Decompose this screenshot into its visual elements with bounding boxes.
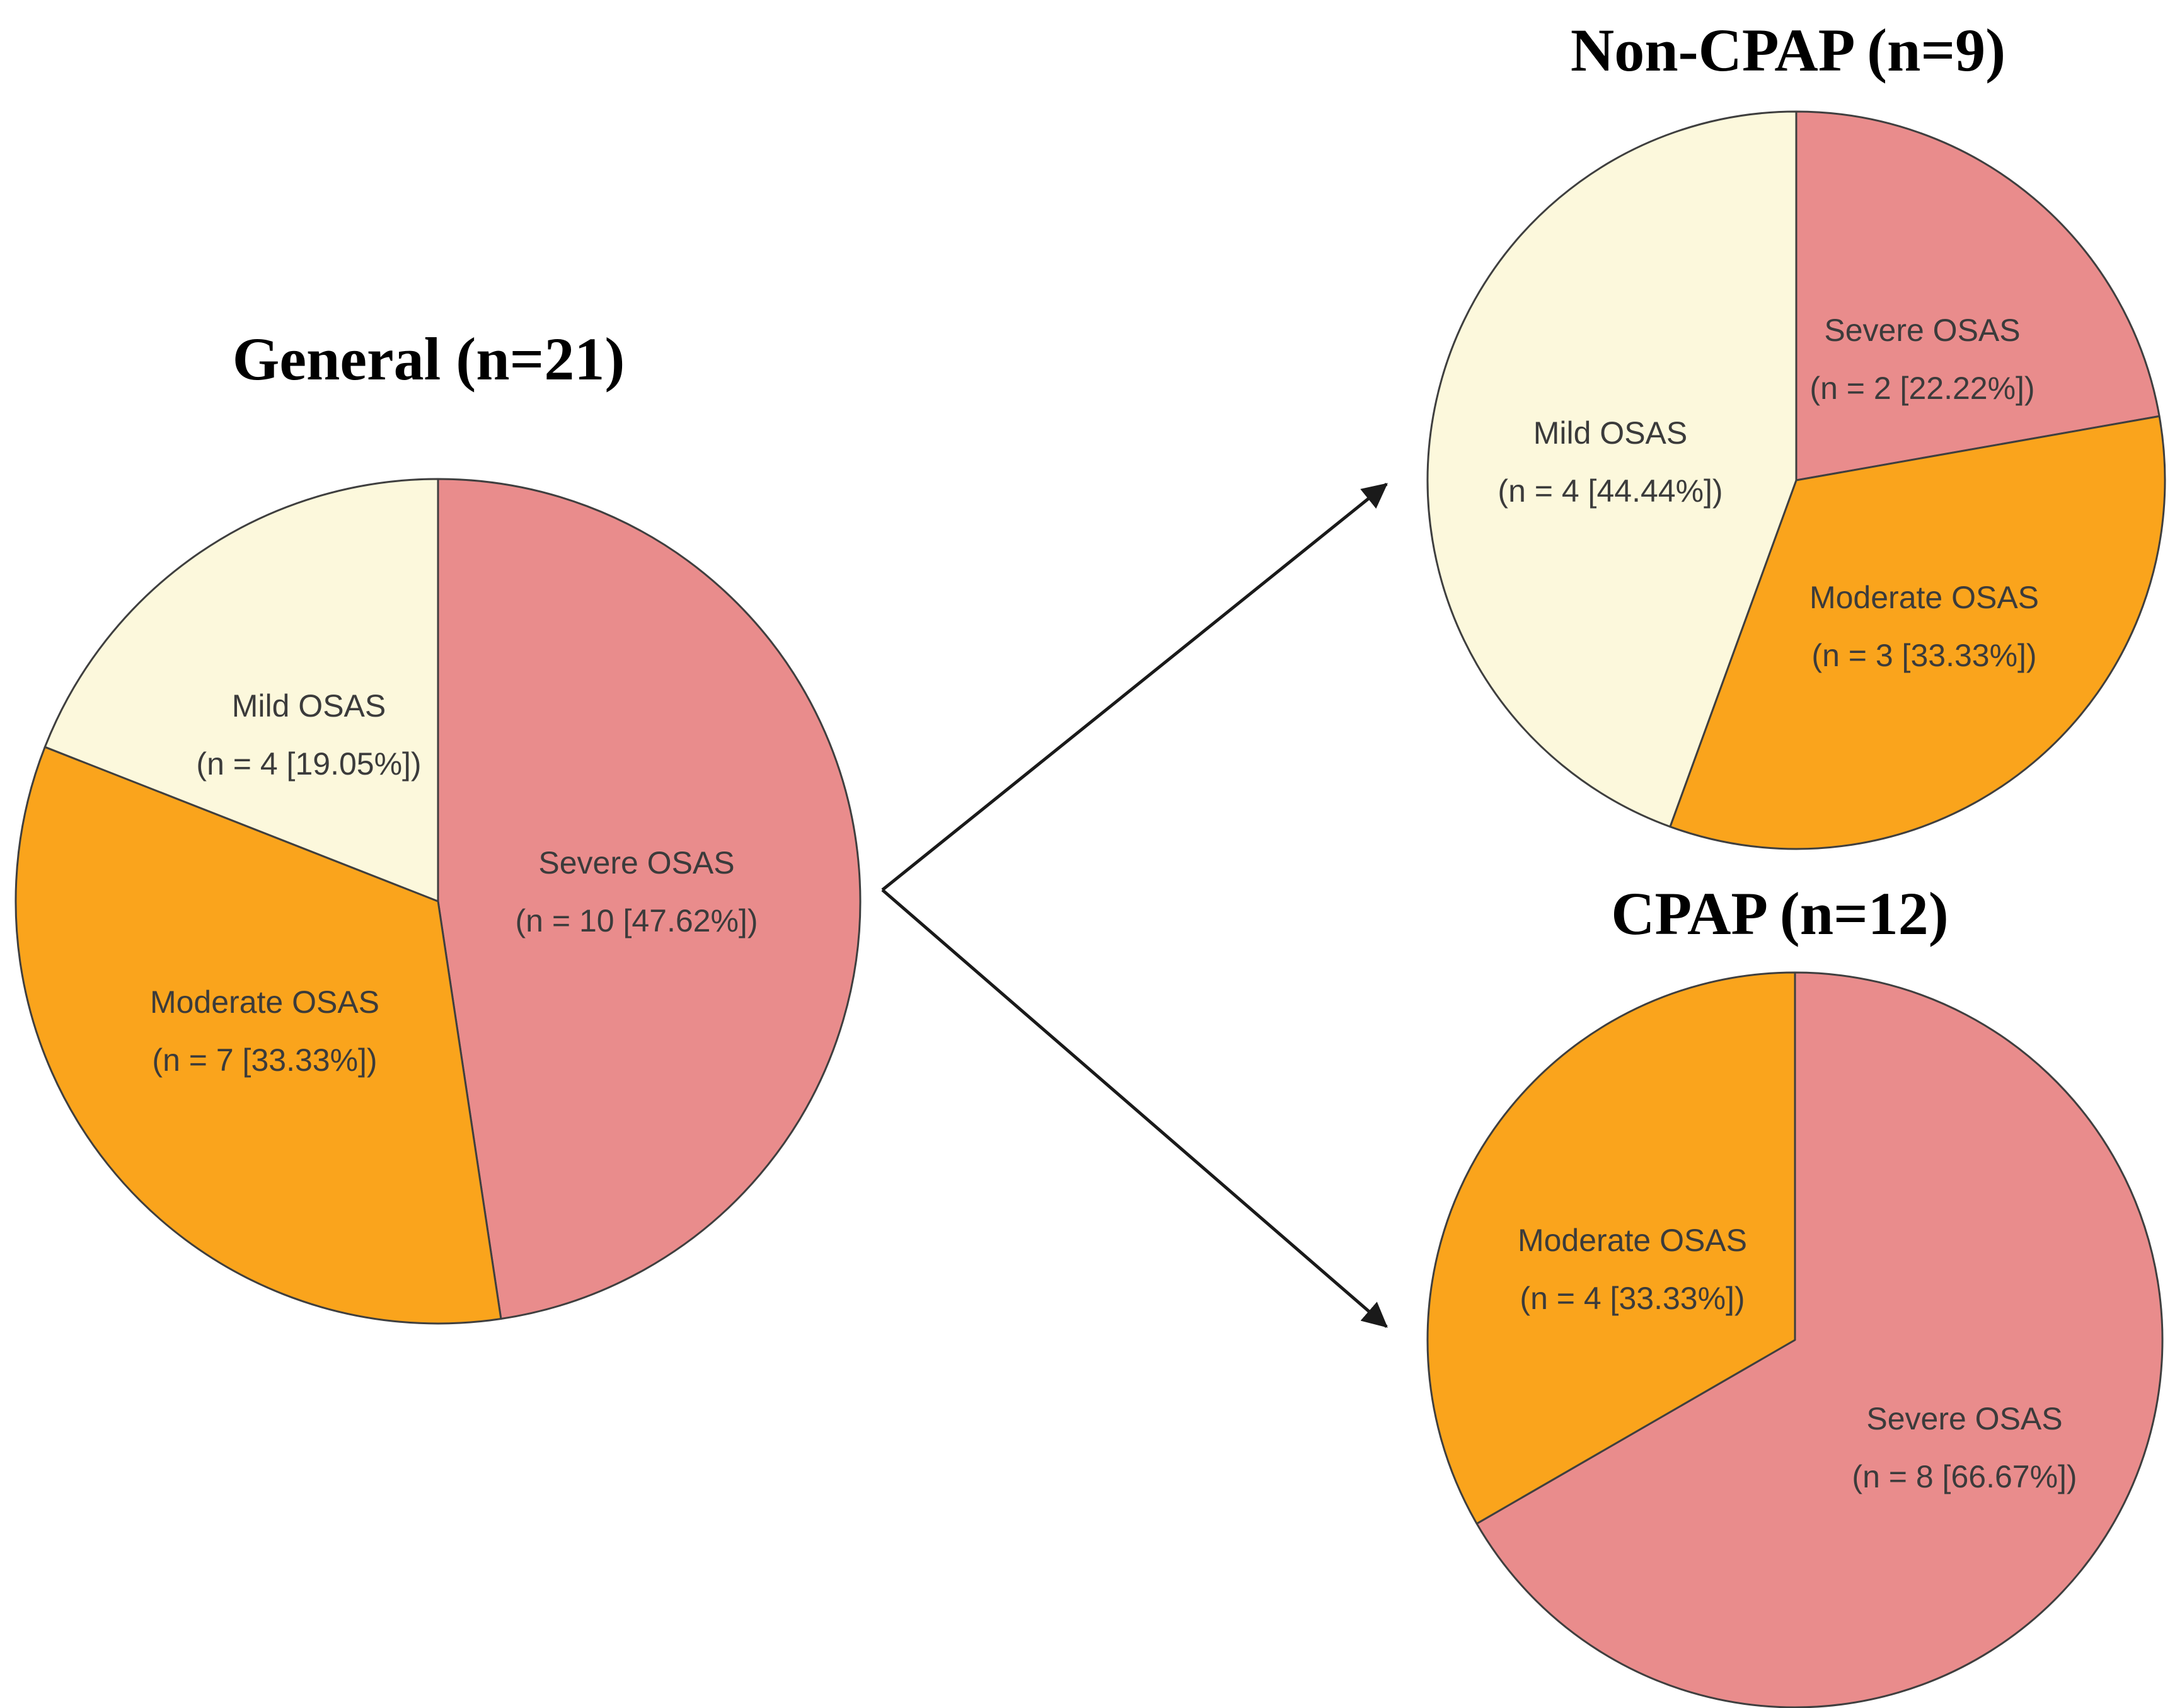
segment-detail: (n = 4 [33.33%])	[1520, 1281, 1745, 1316]
segment-name: Severe OSAS	[1866, 1401, 2063, 1436]
pie-slice-mild-osas	[1426, 110, 1798, 828]
label-cpap-moderate: Moderate OSAS (n = 4 [33.33%])	[1380, 1211, 1884, 1327]
label-non-cpap-moderate: Moderate OSAS (n = 3 [33.33%])	[1672, 568, 2170, 684]
pie-slice-moderate-osas	[1669, 415, 2166, 850]
pie-slice-moderate-osas	[1426, 971, 1796, 1525]
segment-detail: (n = 4 [44.44%])	[1498, 473, 1723, 509]
segment-detail: (n = 8 [66.67%])	[1852, 1459, 2077, 1494]
segment-name: Moderate OSAS	[149, 984, 380, 1020]
segment-detail: (n = 4 [19.05%])	[196, 746, 422, 782]
pie-slice-severe-osas	[437, 478, 862, 1320]
segment-detail: (n = 2 [22.22%])	[1809, 371, 2035, 406]
pie-slice-mild-osas	[43, 478, 439, 903]
pie-title-cpap: CPAP (n=12)	[1611, 880, 1949, 947]
segment-detail: (n = 7 [33.33%])	[152, 1042, 378, 1078]
segment-name: Severe OSAS	[538, 845, 735, 880]
pie-title-general: General (n=21)	[232, 325, 625, 393]
segment-name: Moderate OSAS	[1809, 580, 2040, 615]
label-non-cpap-mild: Mild OSAS (n = 4 [44.44%])	[1358, 404, 1862, 520]
segment-detail: (n = 3 [33.33%])	[1811, 638, 2037, 673]
segment-name: Mild OSAS	[231, 688, 386, 724]
pie-title-non-cpap: Non-CPAP (n=9)	[1570, 16, 2006, 84]
segment-name: Moderate OSAS	[1517, 1223, 1748, 1258]
segment-detail: (n = 10 [47.62%])	[515, 903, 758, 938]
arrow-to-cpap	[881, 889, 1388, 1328]
pie-slice-severe-osas	[1795, 110, 2161, 482]
label-general-moderate: Moderate OSAS (n = 7 [33.33%])	[13, 973, 517, 1089]
arrow-to-non-cpap	[881, 483, 1388, 891]
label-general-severe: Severe OSAS (n = 10 [47.62%])	[384, 834, 889, 950]
pie-general	[14, 478, 862, 1325]
segment-name: Mild OSAS	[1533, 415, 1688, 451]
label-general-mild: Mild OSAS (n = 4 [19.05%])	[57, 677, 561, 793]
segment-name: Severe OSAS	[1824, 313, 2021, 348]
pie-slice-severe-osas	[1475, 971, 2164, 1708]
label-non-cpap-severe: Severe OSAS (n = 2 [22.22%])	[1670, 301, 2170, 417]
label-cpap-severe: Severe OSAS (n = 8 [66.67%])	[1712, 1390, 2170, 1506]
pie-non-cpap	[1426, 110, 2166, 850]
pie-cpap	[1426, 971, 2164, 1708]
pie-slice-moderate-osas	[14, 746, 502, 1325]
